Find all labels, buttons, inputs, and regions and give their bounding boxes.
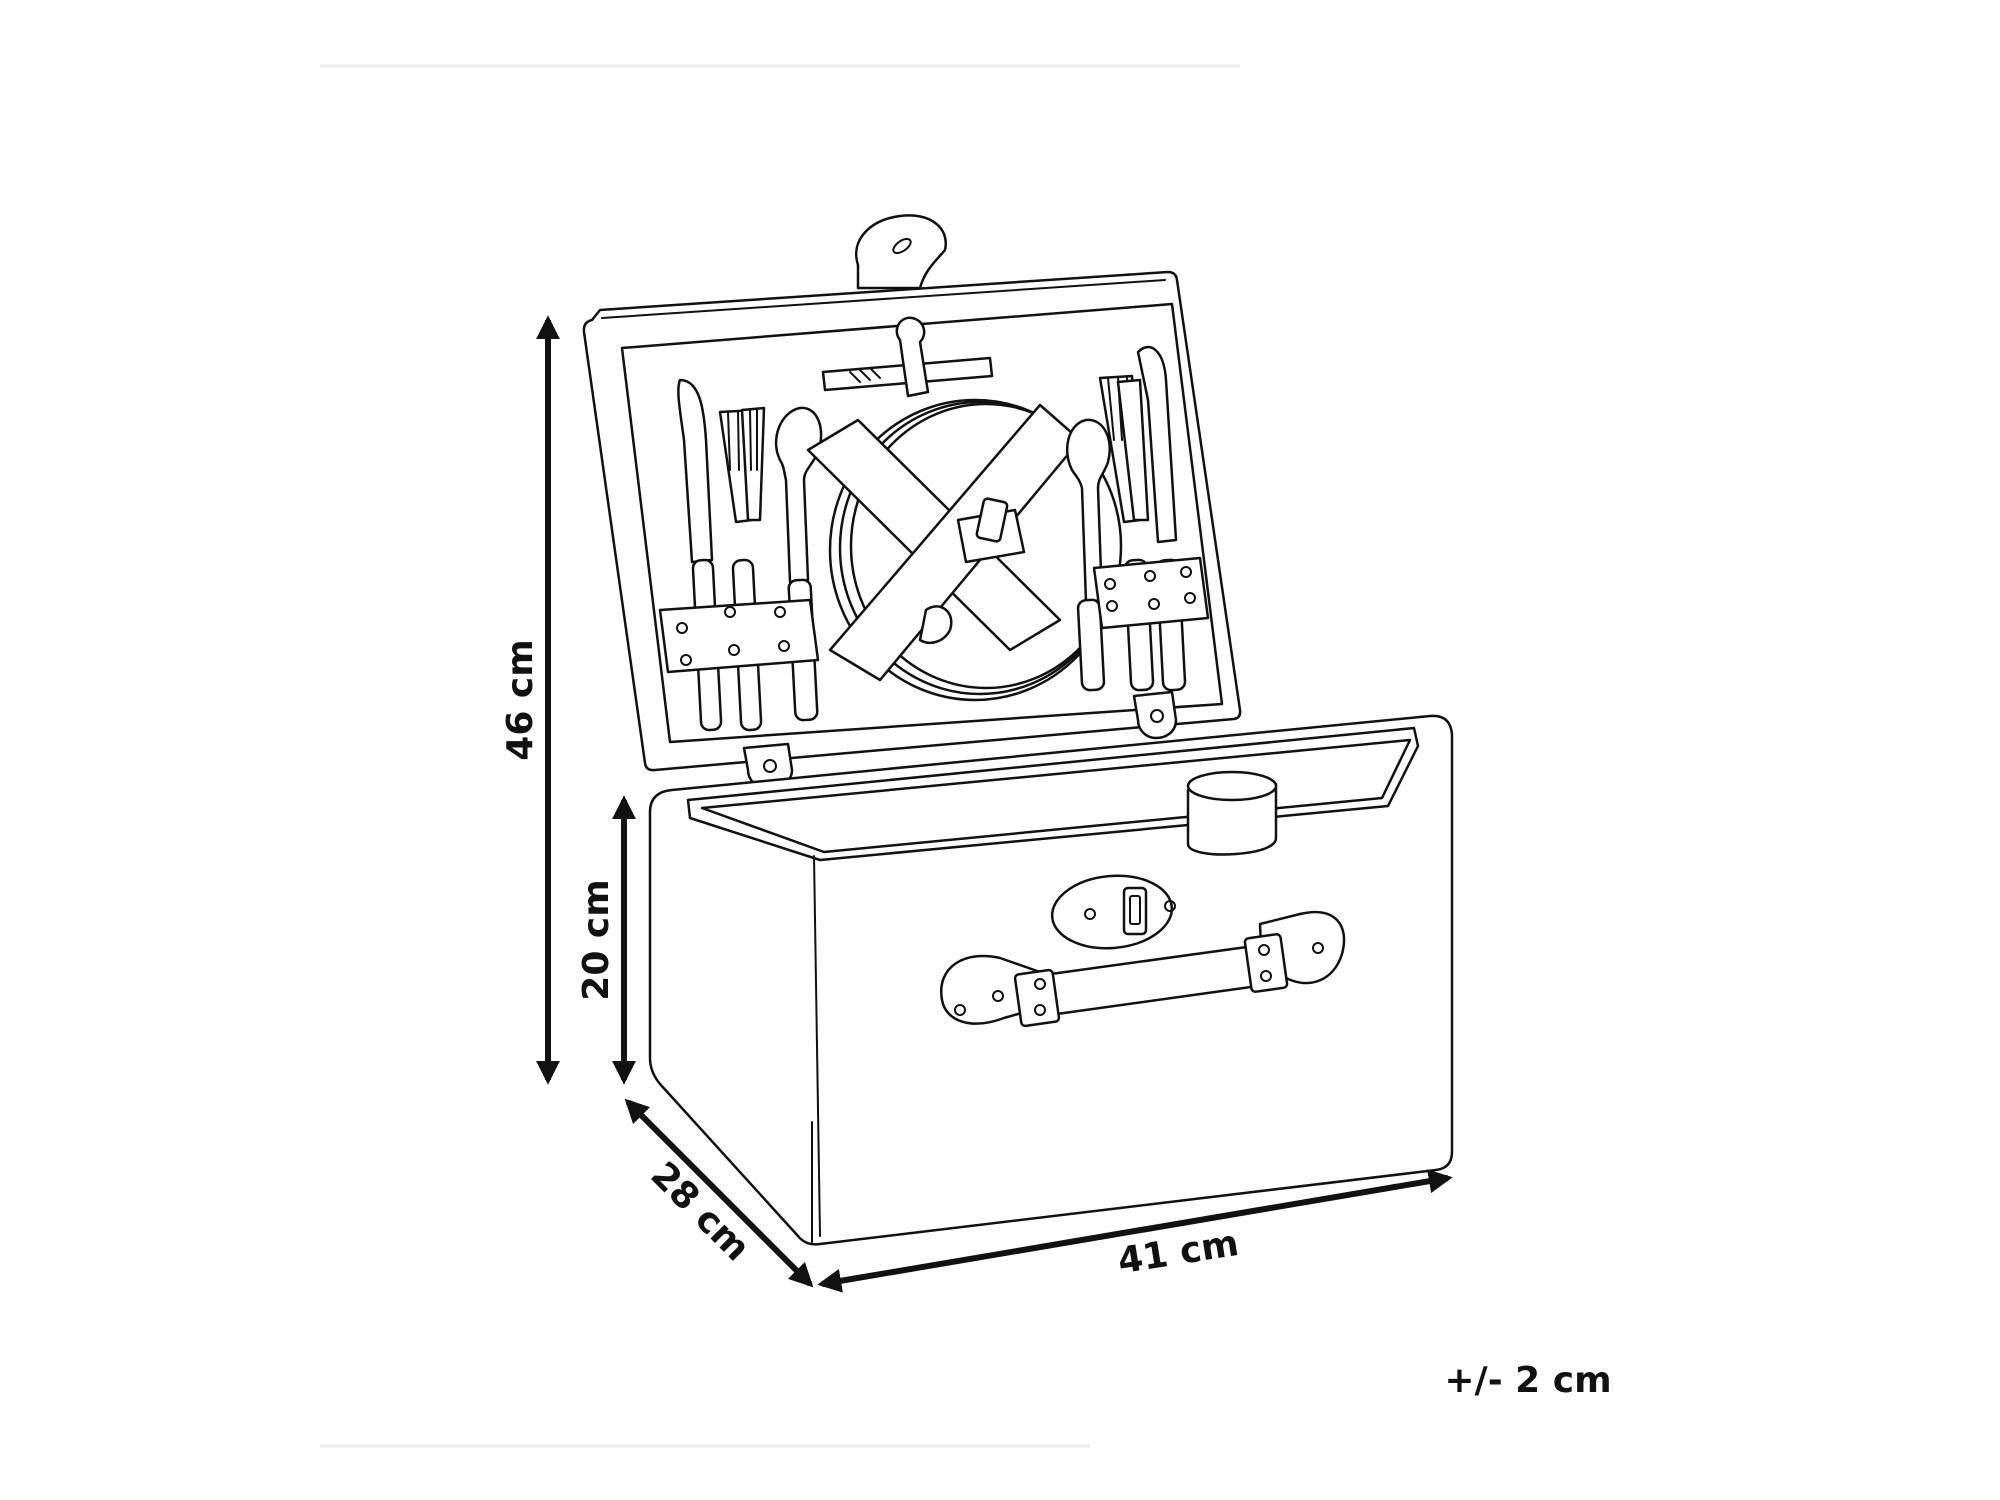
height-base-label: 20 cm (576, 879, 617, 1000)
plate-straps (806, 403, 1082, 682)
faint-guides (320, 64, 1240, 1448)
dimension-height-base: 20 cm (576, 795, 636, 1085)
left-forks (718, 406, 766, 732)
dimension-height-total: 46 cm (500, 315, 560, 1085)
carry-handle (939, 910, 1346, 1028)
right-cutlery-strap (1092, 556, 1210, 630)
left-cutlery-strap (658, 598, 820, 674)
dimension-width: 41 cm (817, 1169, 1453, 1293)
height-total-label: 46 cm (500, 639, 541, 760)
basket-lid (582, 214, 1242, 790)
tolerance-note: +/- 2 cm (1444, 1360, 1611, 1401)
lock-plate (1050, 874, 1176, 950)
thermos (1186, 770, 1278, 856)
basket-base (648, 714, 1454, 1246)
corkscrew (821, 316, 994, 398)
